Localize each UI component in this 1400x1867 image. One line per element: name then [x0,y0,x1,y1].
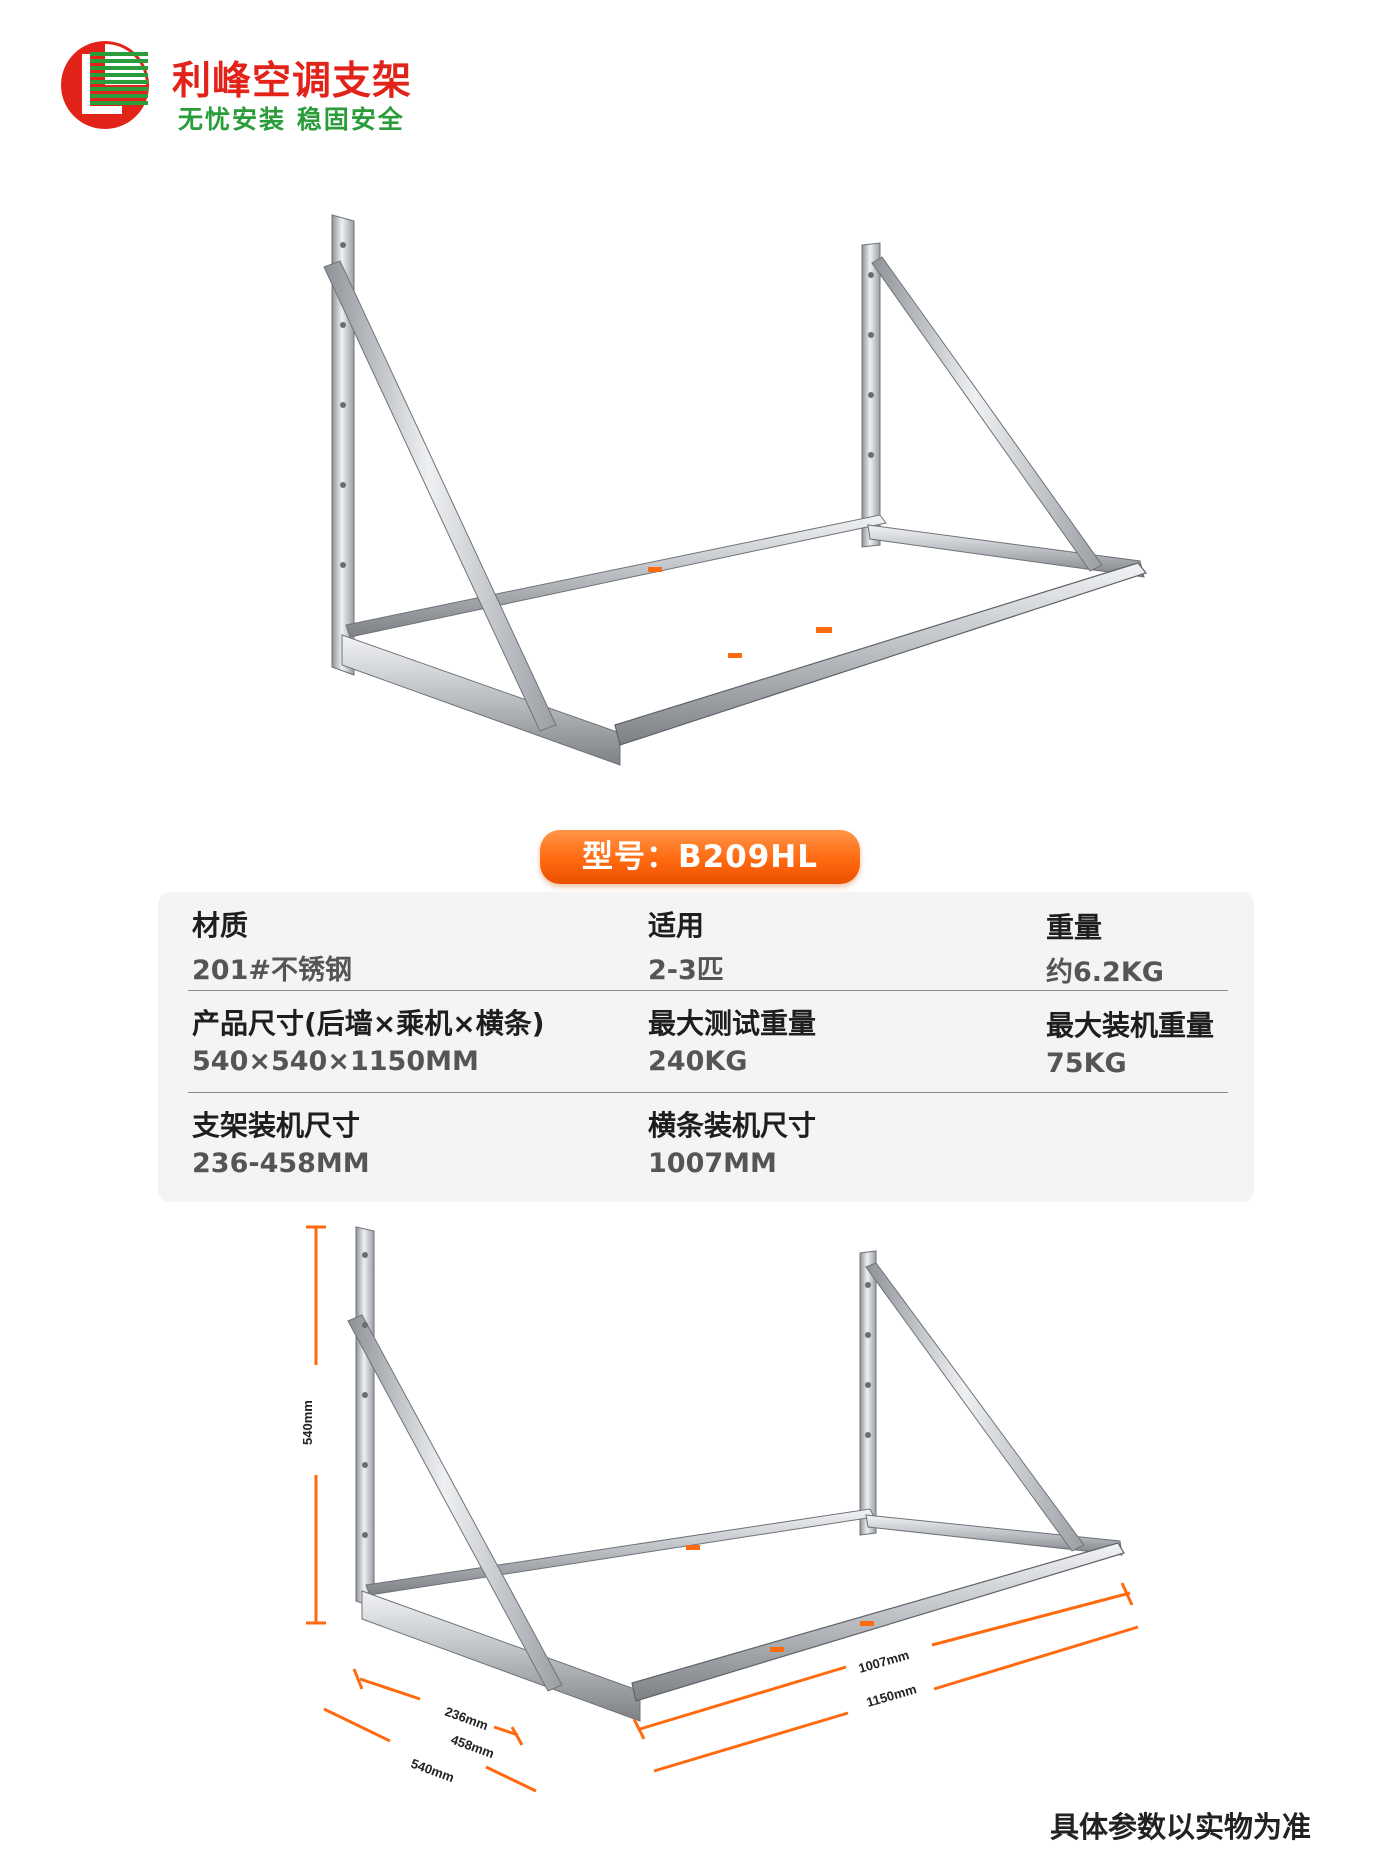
spec-divider [188,990,1228,991]
dim-height: 540mm [300,1400,315,1445]
brand-logo-icon [61,41,149,129]
spec-label: 材质 [192,909,249,942]
brand-logo: 利峰空调支架 无忧安装 稳固安全 [60,40,420,134]
spec-rail-install-size: 横条装机尺寸 1007MM [648,1104,816,1179]
dim-rail-total: 1150mm [865,1681,918,1710]
brand-name: 利峰空调支架 [172,59,413,104]
spec-label: 重量 [1046,911,1103,944]
spec-product-size: 产品尺寸(后墙×乘机×横条) 540×540×1150MM [192,1002,545,1077]
dim-depth-total: 540mm [409,1756,456,1785]
spec-weight: 重量 约6.2KG [1046,906,1164,989]
dim-depth-max: 458mm [449,1732,496,1761]
spec-panel: 材质 201#不锈钢 适用 2-3匹 重量 约6.2KG 产品尺寸(后墙×乘机×… [158,892,1254,1202]
spec-label: 支架装机尺寸 [192,1109,361,1142]
spec-value: 201#不锈钢 [192,955,352,986]
spec-value: 2-3匹 [648,955,724,986]
brand-slogan: 无忧安装 稳固安全 [178,105,405,134]
spec-max-install-load: 最大装机重量 75KG [1046,1004,1214,1079]
spec-divider [188,1092,1228,1093]
spec-value: 236-458MM [192,1148,370,1179]
footnote: 具体参数以实物为准 [1050,1810,1312,1844]
spec-label: 最大装机重量 [1046,1009,1215,1042]
dim-rail-inner: 1007mm [857,1647,911,1676]
spec-bracket-install-size: 支架装机尺寸 236-458MM [192,1104,370,1179]
bracket-product-image [323,214,1148,766]
bracket-dimension-diagram: 540mm 236mm 458mm 540mm 1007mm 1150mm [300,1225,1139,1793]
spec-label: 最大测试重量 [648,1007,817,1040]
spec-value: 240KG [648,1046,748,1077]
spec-value: 1007MM [648,1148,777,1179]
spec-label: 横条装机尺寸 [648,1109,817,1142]
spec-value: 540×540×1150MM [192,1046,479,1077]
model-badge: 型号：B209HL [540,830,860,884]
spec-label: 产品尺寸(后墙×乘机×横条) [192,1007,545,1040]
spec-value: 75KG [1046,1048,1127,1079]
spec-max-test-load: 最大测试重量 240KG [648,1002,816,1077]
spec-material: 材质 201#不锈钢 [192,904,352,987]
spec-label: 适用 [648,909,705,942]
spec-value: 约6.2KG [1046,957,1164,988]
spec-suitable: 适用 2-3匹 [648,904,724,987]
dim-depth-min: 236mm [443,1704,490,1733]
